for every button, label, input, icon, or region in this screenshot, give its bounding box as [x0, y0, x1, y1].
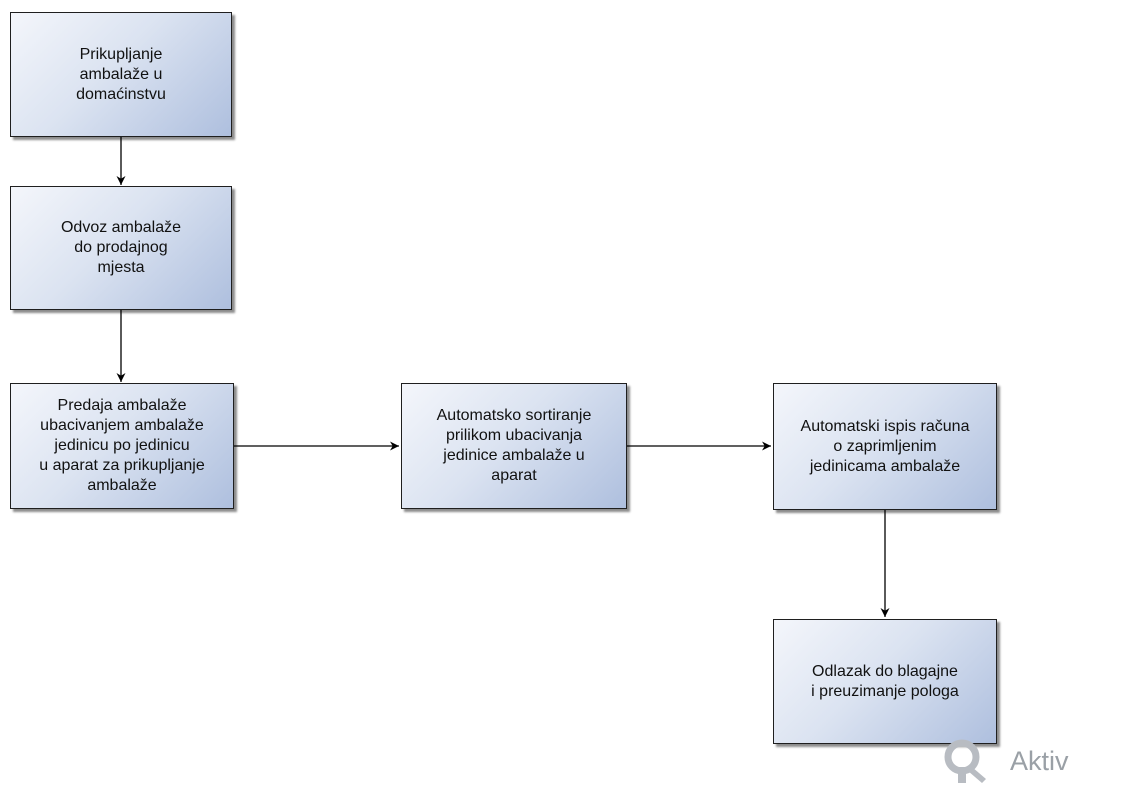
node-collect: Prikupljanje ambalaže u domaćinstvu — [10, 12, 232, 137]
node-sorting-label: Automatsko sortiranje prilikom ubacivanj… — [436, 407, 592, 484]
activation-watermark: Aktiv — [944, 735, 1142, 787]
node-handover: Predaja ambalaže ubacivanjem ambalaže je… — [10, 383, 234, 509]
node-handover-label: Predaja ambalaže ubacivanjem ambalaže je… — [39, 397, 205, 494]
node-transport: Odvoz ambalaže do prodajnog mjesta — [10, 186, 232, 310]
node-transport-label: Odvoz ambalaže do prodajnog mjesta — [60, 219, 182, 276]
node-cashier: Odlazak do blagajne i preuzimanje pologa — [773, 619, 997, 744]
node-receipt: Automatski ispis računa o zaprimljenim j… — [773, 383, 997, 510]
node-sorting: Automatsko sortiranje prilikom ubacivanj… — [401, 383, 627, 509]
node-collect-label: Prikupljanje ambalaže u domaćinstvu — [76, 45, 166, 103]
node-receipt-label: Automatski ispis računa o zaprimljenim j… — [800, 417, 970, 475]
activation-key-icon — [944, 739, 986, 783]
node-cashier-label: Odlazak do blagajne i preuzimanje pologa — [811, 662, 959, 700]
watermark-text: Aktiv — [1010, 745, 1069, 776]
